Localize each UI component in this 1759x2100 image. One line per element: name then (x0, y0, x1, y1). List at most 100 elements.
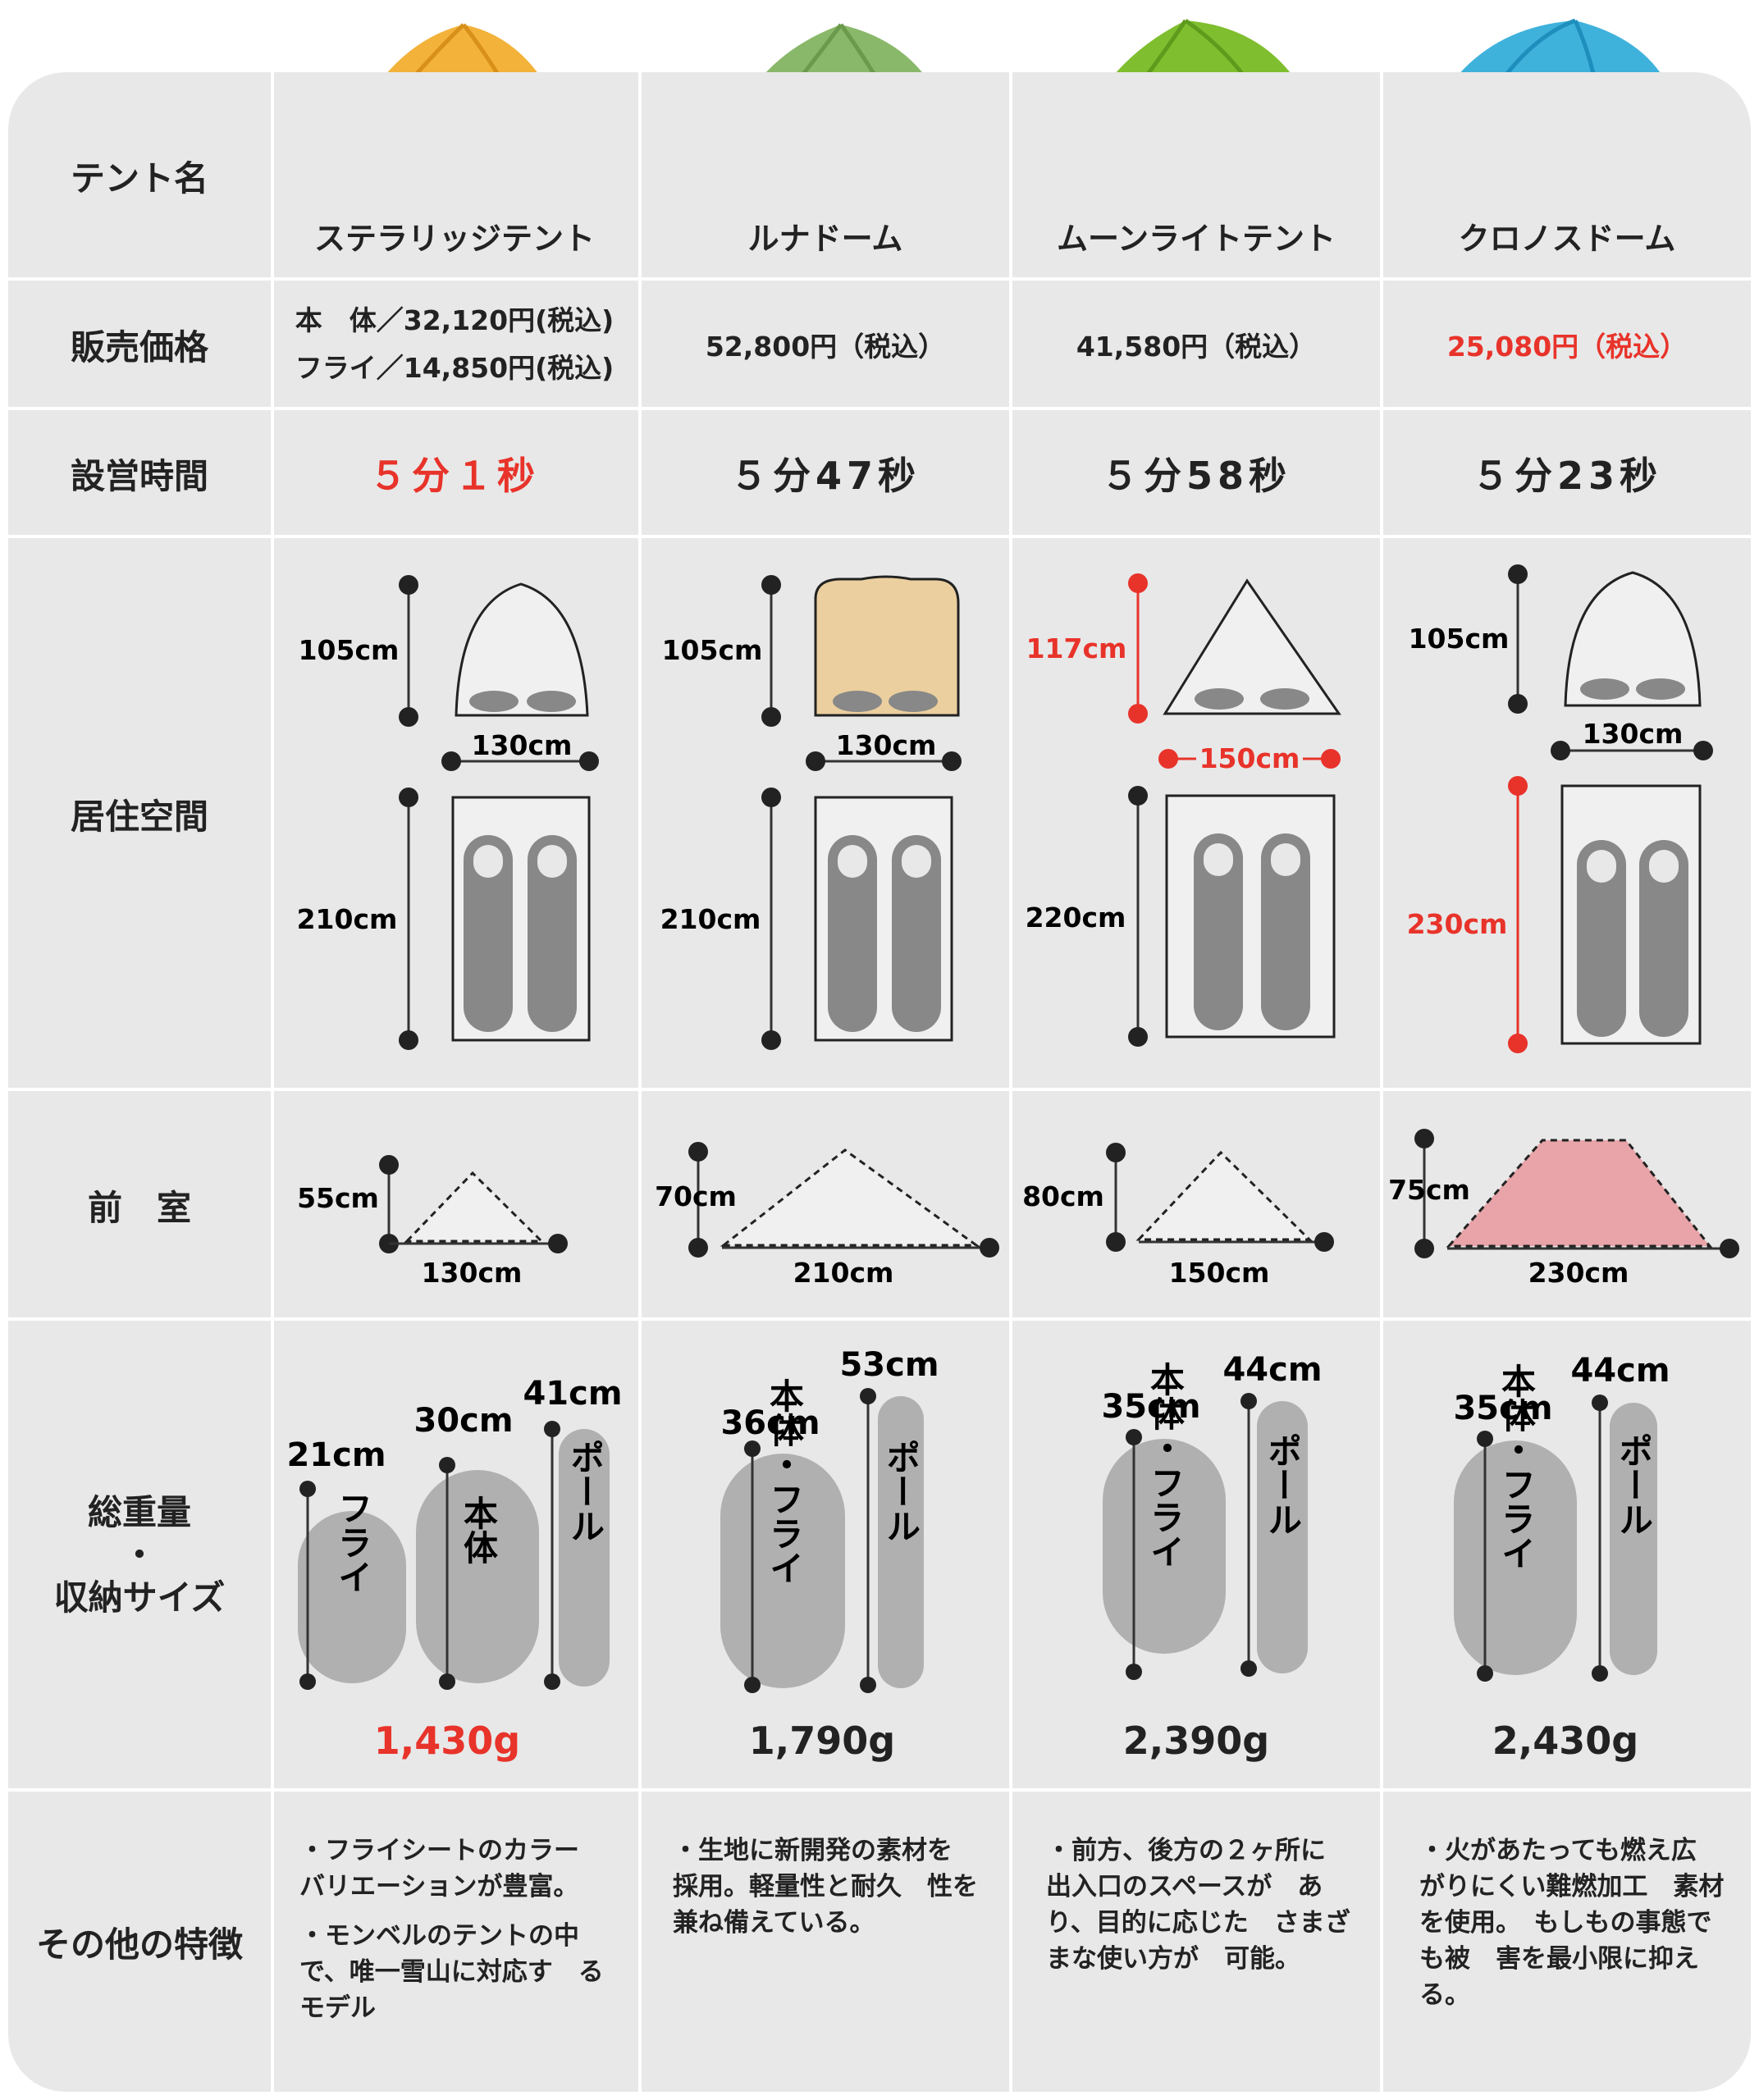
label-weight-line1: 総重量 (87, 1492, 191, 1532)
grid-line (1380, 72, 1383, 2092)
grid-line (8, 1788, 1751, 1792)
label-vestibule: 前 室 (87, 1187, 191, 1228)
height-label: 105cm (1409, 623, 1510, 655)
grid-line (638, 72, 642, 2092)
pack-label: 本体 (459, 1495, 499, 1564)
living-space-luna-dome: 105cm 130cm 210cm (660, 575, 962, 1050)
vest-width-label: 150cm (1169, 1257, 1270, 1289)
pack-label: ポール (565, 1440, 605, 1543)
vestibule-kronos-dome: 75cm 230cm (1388, 1129, 1739, 1289)
height-label: 117cm (1026, 632, 1127, 664)
setup-time-moonlight: ５分58秒 (1100, 454, 1291, 498)
height-label: 105cm (662, 634, 763, 666)
width-label: 130cm (1583, 718, 1684, 750)
pack-sizes-luna-dome: 36cm 53cm 本体・フライ ポール (720, 1346, 939, 1693)
pack-label: ポール (881, 1440, 921, 1543)
width-label: 150cm (1199, 742, 1300, 774)
pack-sizes-moonlight: 35cm 44cm 本体・フライ ポール (1101, 1351, 1323, 1680)
grid-line (8, 277, 1751, 281)
feature-item: ・前方、後方の２ヶ所に 出入口のスペースが あり、目的に応じた さまざまな使い方… (1046, 1836, 1351, 1974)
pack-size-label: 53cm (839, 1346, 939, 1384)
pack-size-label: 35cm (1453, 1390, 1552, 1427)
price-moonlight: 41,580円（税込） (1076, 331, 1317, 363)
weight-luna-dome: 1,790g (749, 1719, 895, 1763)
pack-sizes-kronos-dome: 35cm 44cm 本体・フライ ポール (1453, 1352, 1670, 1682)
pack-size-label: 35cm (1101, 1388, 1200, 1426)
living-space-stellaridge: 105cm 130cm 210cm (297, 575, 599, 1050)
label-price: 販売価格 (70, 326, 208, 368)
tent-name-stellaridge: ステラリッジテント (313, 221, 595, 257)
pack-size-label: 44cm (1570, 1352, 1670, 1390)
length-label: 210cm (297, 903, 398, 935)
grid-line (8, 535, 1751, 538)
label-weight-line2: ・ (121, 1535, 157, 1575)
row-price: 販売価格 本 体／32,120円(税込) フライ／14,850円(税込) 52,… (8, 281, 1751, 409)
grid-line (8, 407, 1751, 410)
pack-size-label: 30cm (413, 1402, 513, 1440)
price-luna-dome: 52,800円（税込） (705, 331, 946, 363)
grid-line (8, 1317, 1751, 1321)
features-luna-dome: ・生地に新開発の素材を 採用。軽量性と耐久 性を兼ね備えている。 (673, 1833, 993, 1954)
comparison-table: テント名 ステラリッジテント ルナドーム ムーンライトテント クロノスドーム 販… (8, 72, 1751, 2092)
label-weight: 総重量 ・ 収納サイズ (8, 1321, 271, 1790)
pack-label: ポール (1614, 1433, 1654, 1536)
row-living-space: 居住空間 (8, 538, 1751, 1089)
vest-depth-label: 80cm (1022, 1180, 1104, 1212)
price-body: 本 体／32,120円(税込) (295, 304, 615, 336)
row-features: その他の特徴 ・フライシートのカラー バリエーションが豊富。 ・モンベルのテント… (8, 1792, 1751, 2092)
setup-time-kronos-dome: ５分23秒 (1471, 454, 1662, 498)
length-label: 210cm (660, 903, 761, 935)
vestibule-luna-dome: 70cm 210cm (655, 1142, 999, 1289)
length-label: 230cm (1407, 908, 1508, 940)
vestibule-moonlight: 80cm 150cm (1022, 1143, 1334, 1289)
living-space-kronos-dome: 105cm 130cm 230cm (1407, 564, 1713, 1053)
height-label: 105cm (299, 634, 400, 666)
price-fly: フライ／14,850円(税込) (295, 352, 615, 384)
label-tent-name: テント名 (70, 158, 208, 199)
setup-time-luna-dome: ５分47秒 (729, 454, 921, 498)
grid-line (8, 1088, 1751, 1091)
tent-name-kronos-dome: クロノスドーム (1458, 221, 1676, 257)
label-setup-time: 設営時間 (70, 455, 208, 496)
weight-kronos-dome: 2,430g (1492, 1719, 1638, 1763)
vest-depth-label: 55cm (297, 1182, 379, 1214)
length-label: 220cm (1026, 902, 1126, 934)
vest-width-label: 230cm (1528, 1257, 1629, 1289)
pack-sizes-stellaridge: 21cm 30cm 41cm フライ 本体 ポール (286, 1375, 623, 1690)
pack-size-label: 36cm (720, 1404, 820, 1442)
label-features: その他の特徴 (35, 1924, 243, 1965)
vestibule-stellaridge: 55cm 130cm (297, 1155, 568, 1289)
pack-label: 本体・フライ (1145, 1362, 1186, 1568)
width-label: 130cm (472, 729, 573, 761)
grid-line (271, 72, 274, 2092)
width-label: 130cm (836, 729, 937, 761)
vest-width-label: 210cm (793, 1257, 894, 1289)
price-stellaridge: 本 体／32,120円(税込) フライ／14,850円(税込) (271, 281, 638, 409)
pack-size-label: 41cm (523, 1375, 622, 1413)
pack-size-label: 21cm (286, 1436, 386, 1474)
label-living-space: 居住空間 (70, 796, 208, 837)
row-vestibule: 前 室 (8, 1091, 1751, 1319)
vest-depth-label: 75cm (1388, 1174, 1470, 1206)
feature-item: ・火があたっても燃え広 がりにくい難燃加工 素材を使用。 もしもの事態でも被 害… (1419, 1836, 1725, 2010)
living-space-moonlight: 117cm 150cm 220cm (1026, 573, 1341, 1047)
row-weight: 総重量 ・ 収納サイズ (8, 1321, 1751, 1790)
tent-name-luna-dome: ルナドーム (747, 221, 903, 257)
pack-label: 本体・フライ (1496, 1363, 1537, 1570)
feature-item: ・フライシートのカラー バリエーションが豊富。 (299, 1836, 605, 1901)
feature-item: ・モンベルのテントの中 で、唯一雪山に対応す るモデル (299, 1921, 605, 2023)
label-weight-line3: 収納サイズ (53, 1577, 226, 1618)
grid-line (1009, 72, 1012, 2092)
row-tent-name: テント名 ステラリッジテント ルナドーム ムーンライトテント クロノスドーム (8, 72, 1751, 279)
vest-depth-label: 70cm (655, 1180, 737, 1212)
vest-width-label: 130cm (422, 1257, 523, 1289)
weight-moonlight: 2,390g (1123, 1719, 1269, 1763)
pack-label: 本体・フライ (765, 1378, 805, 1585)
pack-label: フライ (333, 1491, 373, 1594)
row-setup-time: 設営時間 ５分１秒 ５分47秒 ５分58秒 ５分23秒 (8, 410, 1751, 536)
price-kronos-dome: 25,080円（税込） (1446, 331, 1688, 363)
pack-label: ポール (1263, 1433, 1303, 1536)
tent-name-moonlight: ムーンライトテント (1056, 221, 1336, 257)
features-kronos-dome: ・火があたっても燃え広 がりにくい難燃加工 素材を使用。 もしもの事態でも被 害… (1419, 1833, 1731, 2026)
